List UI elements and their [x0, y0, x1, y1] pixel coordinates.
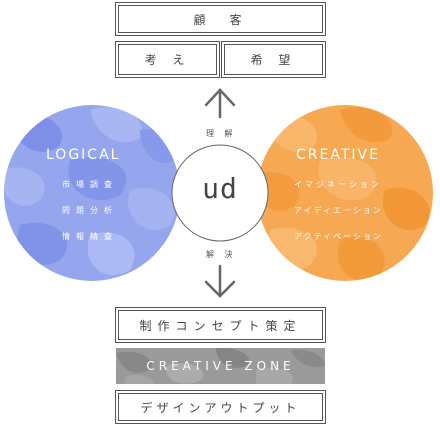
center-logo-ring	[171, 144, 269, 242]
arrow-down-icon	[204, 264, 236, 298]
zone-camouflage	[116, 348, 325, 384]
creative-zone-box: CREATIVE ZONE	[116, 348, 325, 384]
output-label: デザインアウトプット	[140, 400, 301, 415]
logical-item: 問題分析	[62, 206, 118, 215]
creative-circle	[257, 105, 433, 281]
arrow-up-label: 理 解	[206, 129, 237, 138]
customer-label: 顧 客	[193, 12, 248, 27]
hope-box: 希 望	[221, 41, 326, 78]
logical-item: 情報精査	[62, 232, 118, 241]
logical-item: 市場調査	[62, 180, 118, 189]
logical-title: LOGICAL	[46, 147, 121, 163]
thought-label: 考 え	[144, 53, 191, 67]
thought-box: 考 え	[115, 41, 220, 78]
arrow-down-label: 解 決	[206, 250, 237, 259]
concept-box: 制作コンセプト策定	[115, 307, 326, 343]
creative-items: イマジネーション アイディエーション アクティベーション	[294, 172, 383, 250]
creative-title: CREATIVE	[296, 147, 380, 163]
customer-box: 顧 客	[115, 2, 326, 36]
hope-label: 希 望	[250, 53, 297, 67]
creative-item: イマジネーション	[294, 180, 382, 189]
creative-item: アイディエーション	[294, 206, 383, 215]
logical-items: 市場調査 問題分析 情報精査	[62, 172, 118, 250]
concept-label: 制作コンセプト策定	[139, 318, 302, 333]
creative-item: アクティベーション	[294, 232, 383, 241]
creative-zone-label: CREATIVE ZONE	[146, 359, 295, 373]
logical-circle	[4, 105, 180, 281]
center-logo: ud	[202, 172, 238, 205]
output-box: デザインアウトプット	[115, 390, 326, 424]
arrow-up-icon	[204, 88, 236, 119]
